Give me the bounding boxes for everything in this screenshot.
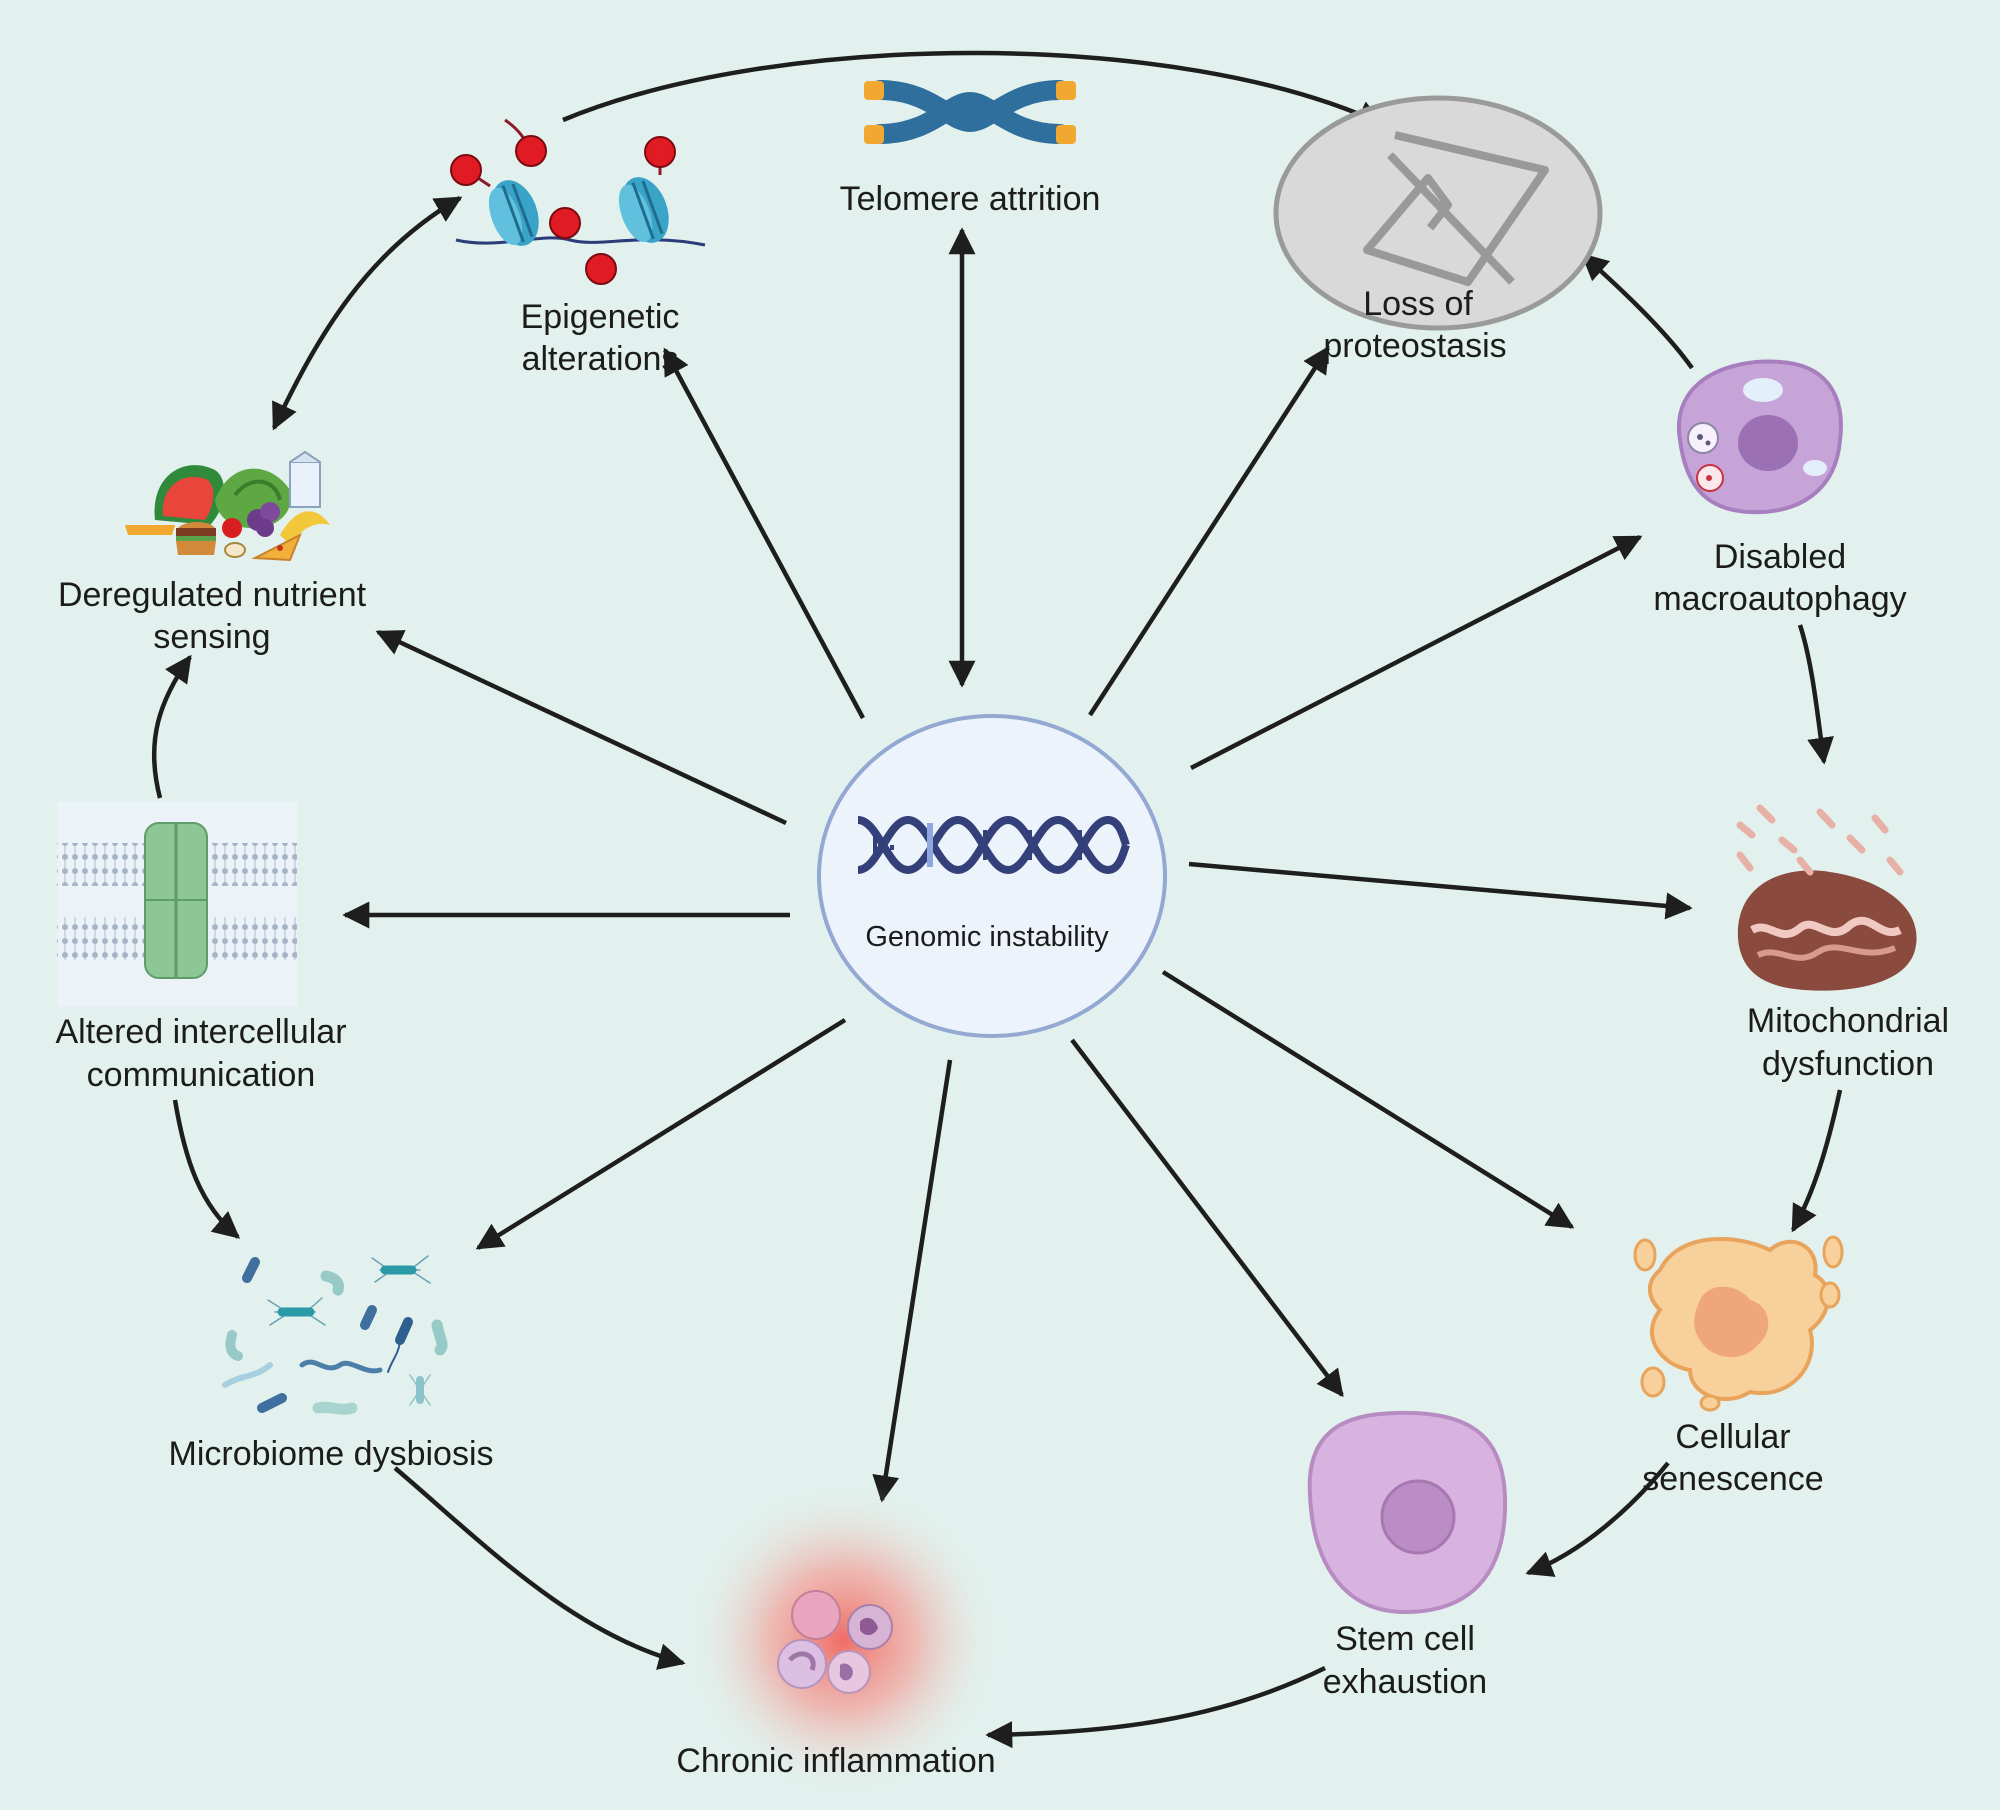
edge-nutrient-epigenetic — [271, 196, 463, 431]
stemcell-label-line2: exhaustion — [1323, 1663, 1487, 1701]
proteostasis-label-line1: Loss of — [1363, 285, 1473, 323]
bacteria-icon — [222, 1255, 448, 1415]
node-altered-intercellular-communication: Altered intercellular communication — [55, 802, 347, 1094]
nutrient-label-line2: sensing — [153, 618, 270, 656]
dna-icon — [857, 815, 1130, 875]
immune-cells-icon — [777, 1590, 893, 1694]
senescent-cell-icon — [1633, 1235, 1844, 1412]
mitochondrial-label-line2: dysfunction — [1762, 1045, 1934, 1083]
edge-intercellular-microbiome — [172, 1099, 241, 1239]
senescence-label-line1: Cellular — [1675, 1418, 1790, 1456]
proteostasis-label-line2: proteostasis — [1323, 327, 1506, 365]
intercellular-label-line2: communication — [87, 1056, 316, 1094]
edge-genomic-microbiome — [475, 1018, 847, 1250]
node-loss-of-proteostasis: Loss of proteostasis — [1273, 95, 1603, 365]
edges — [151, 50, 1843, 1749]
edge-genomic-epigenetic — [663, 347, 865, 720]
edge-genomic-mitochondrial — [1188, 861, 1693, 920]
epigenetic-label-line1: Epigenetic — [521, 298, 680, 336]
nucleosome-icon — [450, 118, 706, 285]
node-cellular-senescence: Cellular senescence — [1633, 1235, 1844, 1498]
node-genomic-instability: Genomic instability — [817, 714, 1167, 1038]
inflammation-label: Chronic inflammation — [676, 1742, 995, 1780]
center-label: Genomic instability — [865, 921, 1109, 953]
node-telomere-attrition: Telomere attrition — [840, 80, 1101, 218]
center-ellipse — [817, 714, 1167, 1038]
edge-genomic-nutrient — [375, 629, 787, 826]
mitochondrion-icon — [1736, 804, 1917, 991]
senescence-label-line2: senescence — [1642, 1460, 1823, 1498]
node-stem-cell-exhaustion: Stem cell exhaustion — [1307, 1410, 1508, 1701]
stem-cell-icon — [1307, 1410, 1508, 1615]
inflammation-glow — [685, 1482, 1001, 1798]
telomere-label: Telomere attrition — [840, 180, 1101, 218]
stemcell-label-line1: Stem cell — [1335, 1620, 1475, 1658]
edge-genomic-stemcell — [1070, 1038, 1344, 1398]
node-deregulated-nutrient-sensing: Deregulated nutrient sensing — [58, 450, 367, 656]
edge-epigenetic-proteostasis — [562, 50, 1385, 127]
autophagy-cell-icon — [1676, 359, 1843, 515]
edge-genomic-inflammation — [872, 1059, 953, 1503]
edge-stemcell-inflammation — [985, 1665, 1326, 1749]
node-disabled-macroautophagy: Disabled macroautophagy — [1653, 359, 1907, 618]
edge-genomic-autophagy — [1189, 534, 1643, 771]
edge-microbiome-inflammation — [393, 1466, 686, 1670]
node-mitochondrial-dysfunction: Mitochondrial dysfunction — [1736, 804, 1949, 1083]
membrane-channel-icon — [57, 802, 297, 1007]
intercellular-label-line1: Altered intercellular — [55, 1013, 346, 1051]
node-chronic-inflammation: Chronic inflammation — [676, 1482, 1001, 1798]
edge-autophagy-mitochondrial — [1797, 624, 1834, 765]
edge-genomic-proteostasis — [1088, 345, 1330, 717]
node-microbiome-dysbiosis: Microbiome dysbiosis — [169, 1255, 494, 1473]
nutrient-label-line1: Deregulated nutrient — [58, 576, 367, 614]
edge-genomic-senescence — [1161, 970, 1575, 1229]
microbiome-label: Microbiome dysbiosis — [169, 1435, 494, 1473]
food-icon — [125, 450, 330, 562]
misfolded-protein-icon — [1363, 131, 1549, 286]
edge-autophagy-proteostasis — [1580, 253, 1694, 370]
mitochondrial-label-line1: Mitochondrial — [1747, 1002, 1949, 1040]
edge-mitochondrial-senescence — [1791, 1089, 1843, 1233]
epigenetic-label-line2: alterations — [522, 340, 679, 378]
autophagy-label-line1: Disabled — [1714, 538, 1846, 576]
chromosome-icon — [864, 80, 1076, 144]
node-epigenetic-alterations: Epigenetic alterations — [450, 118, 706, 378]
edge-intercellular-nutrient — [151, 654, 192, 799]
autophagy-label-line2: macroautophagy — [1653, 580, 1906, 618]
edge-senescence-stemcell — [1525, 1461, 1670, 1577]
